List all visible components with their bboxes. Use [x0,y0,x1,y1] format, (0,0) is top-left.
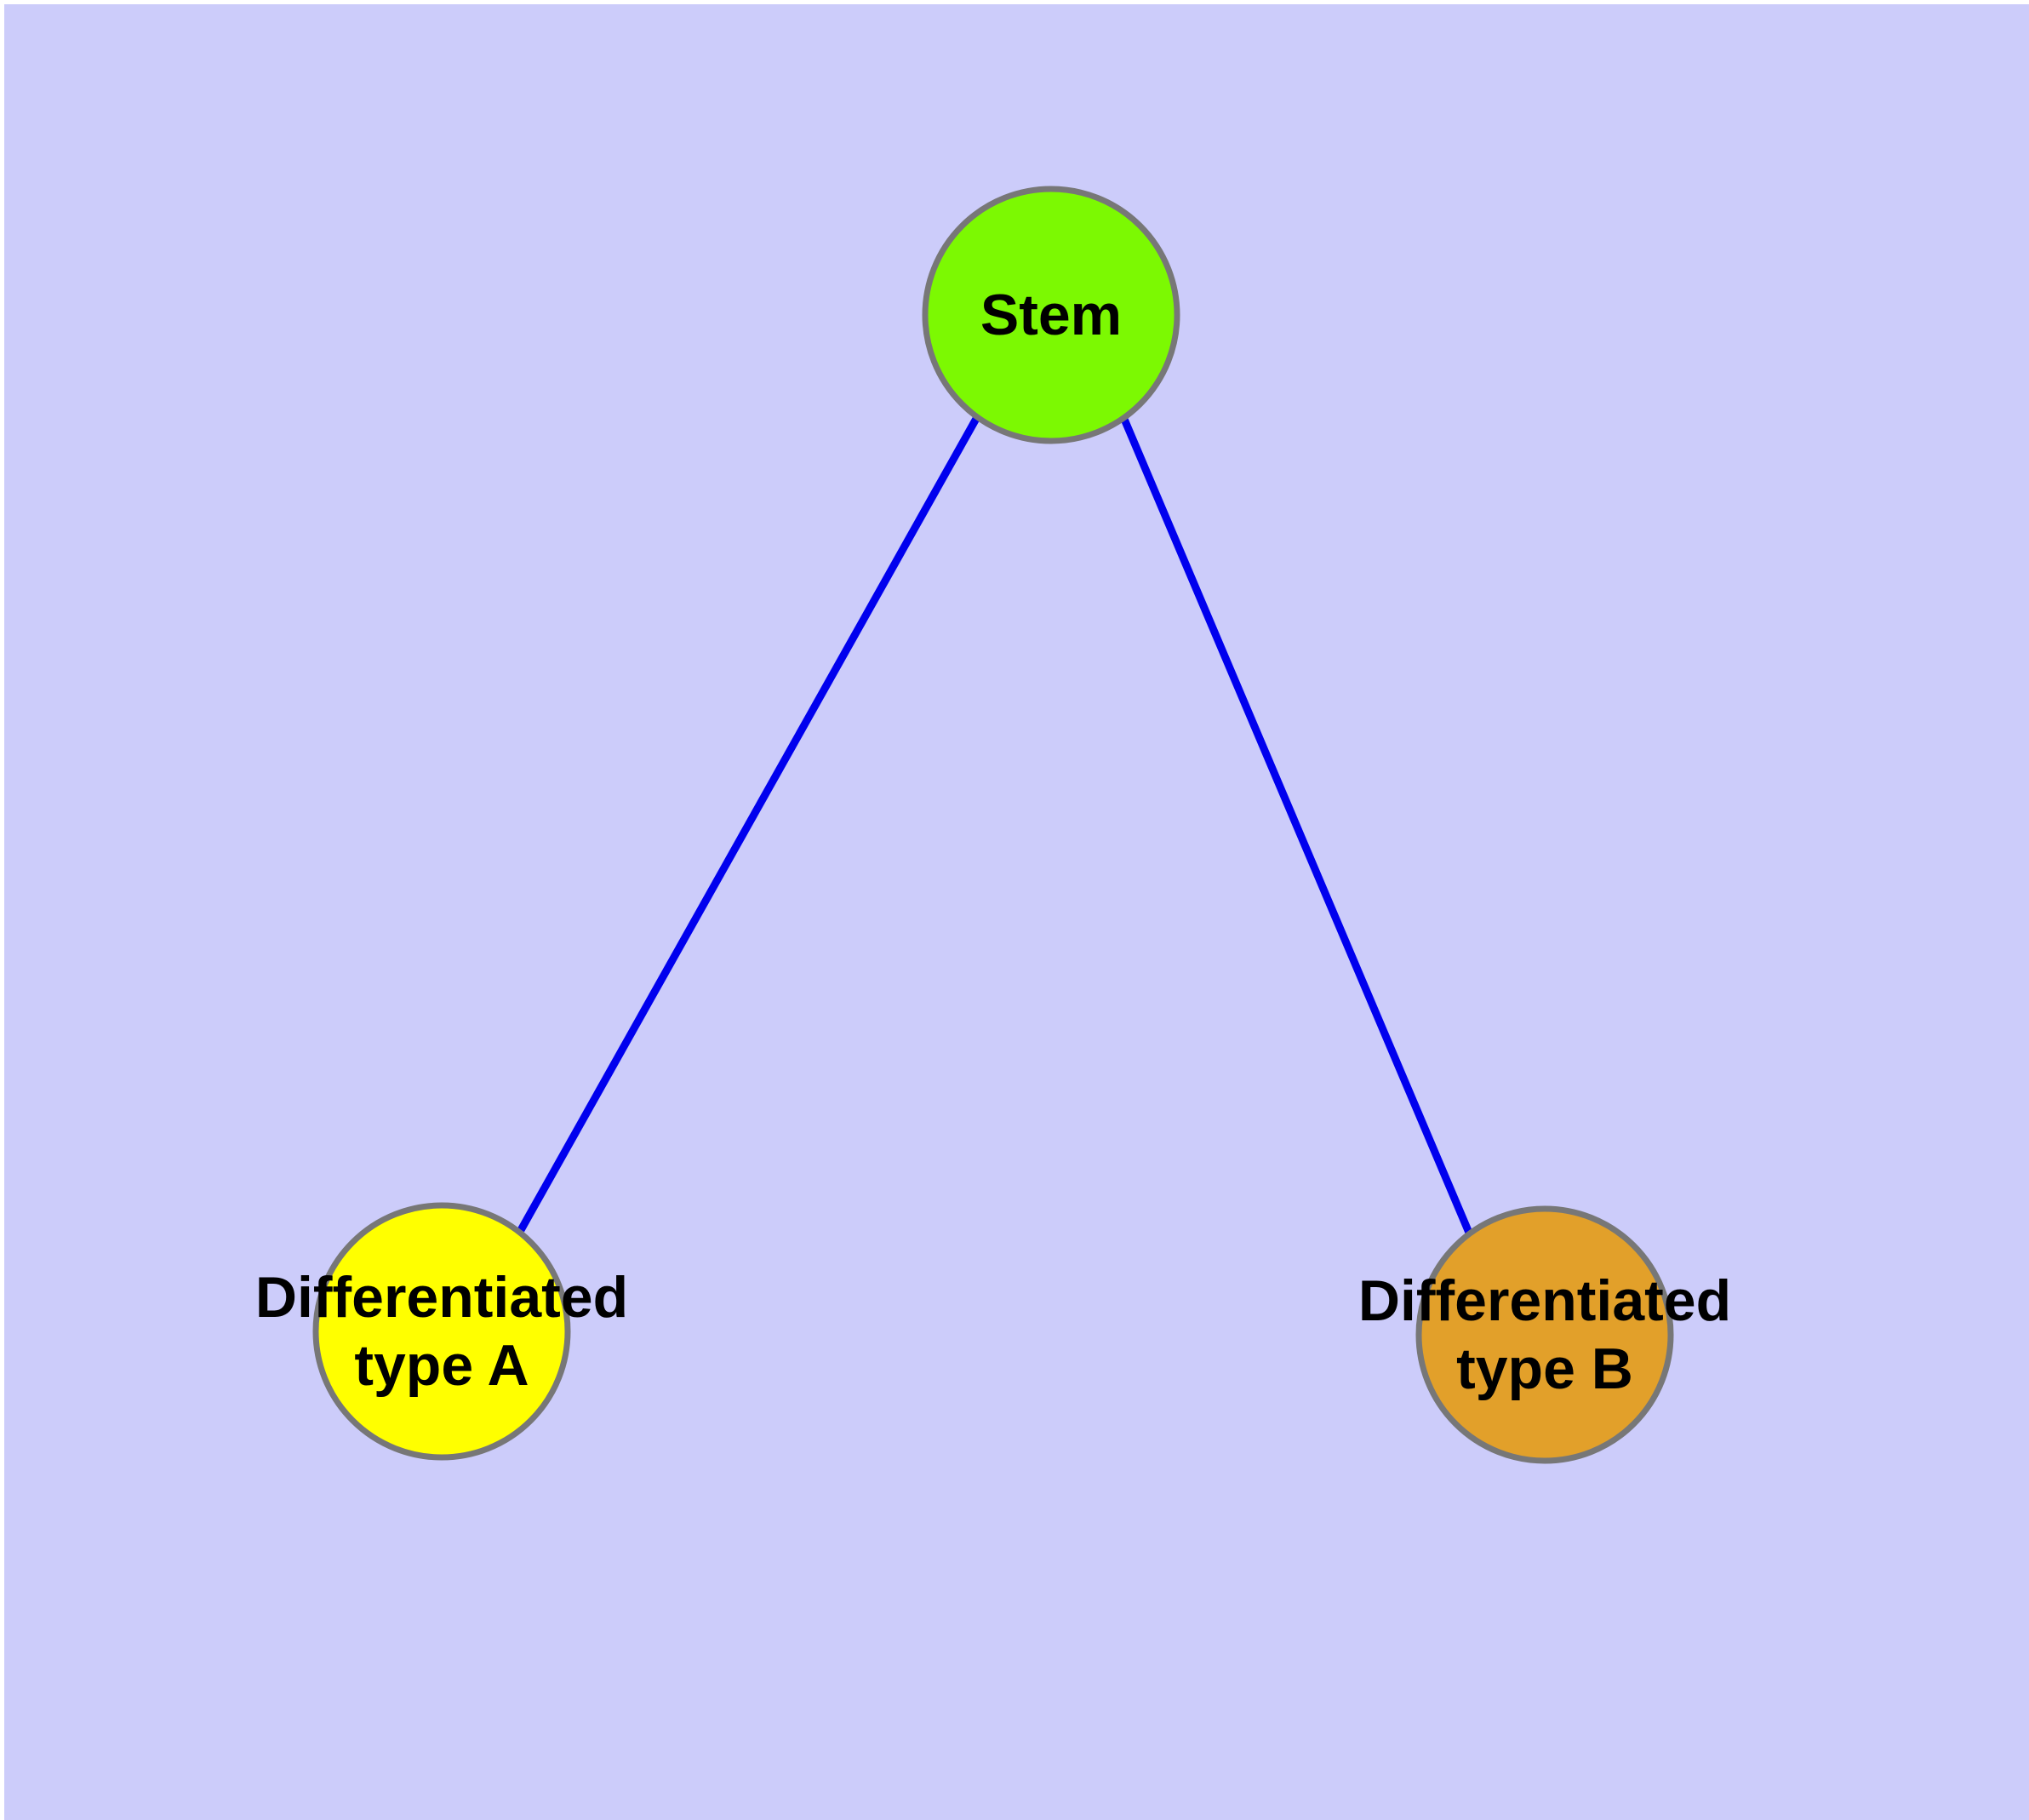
nodes-layer [312,186,1674,1464]
node-differentiated-type-b[interactable] [1415,1205,1674,1464]
edge-stem-to-differentiated-type-b[interactable] [1119,415,1473,1234]
node-stem[interactable] [922,186,1180,444]
edges-layer [517,415,1473,1234]
edge-stem-to-differentiated-type-a[interactable] [517,415,980,1233]
node-differentiated-type-a[interactable] [312,1202,571,1461]
